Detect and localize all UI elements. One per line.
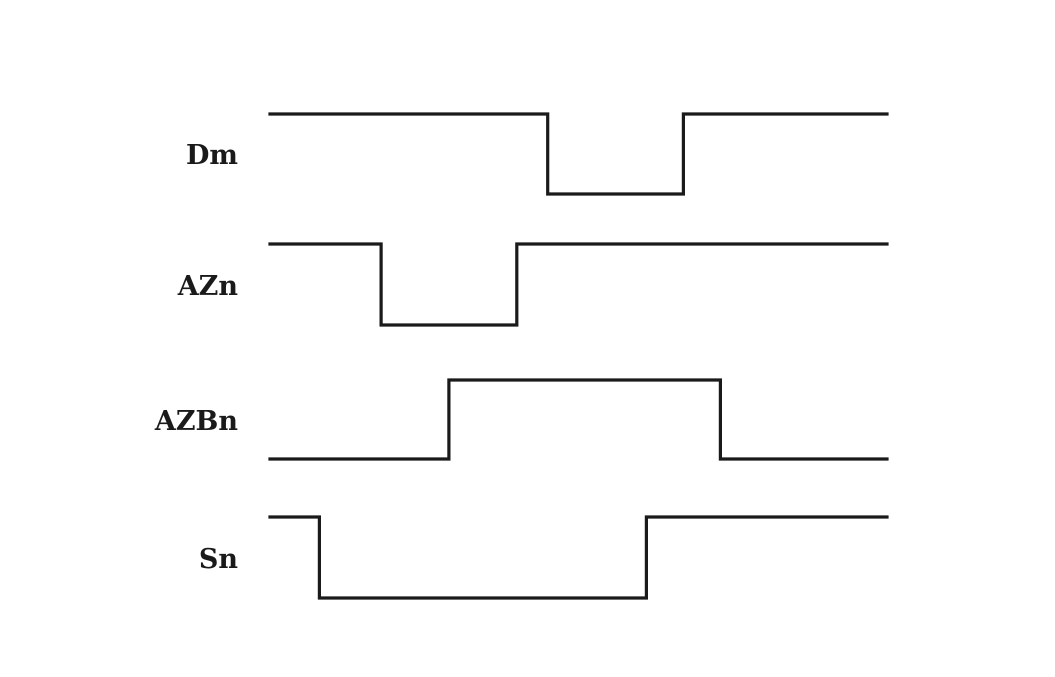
signal-dm: Dm [186, 114, 887, 194]
signal-sn: Sn [199, 517, 887, 598]
waveform-dm [270, 114, 887, 194]
signal-azbn: AZBn [154, 380, 887, 459]
signal-label-sn: Sn [199, 544, 238, 575]
waveform-azn [270, 244, 887, 325]
signal-label-azn: AZn [177, 271, 239, 302]
signal-azn: AZn [177, 244, 887, 325]
waveform-sn [270, 517, 887, 598]
signal-label-dm: Dm [186, 140, 238, 171]
waveform-azbn [270, 380, 887, 459]
signal-label-azbn: AZBn [154, 406, 238, 437]
